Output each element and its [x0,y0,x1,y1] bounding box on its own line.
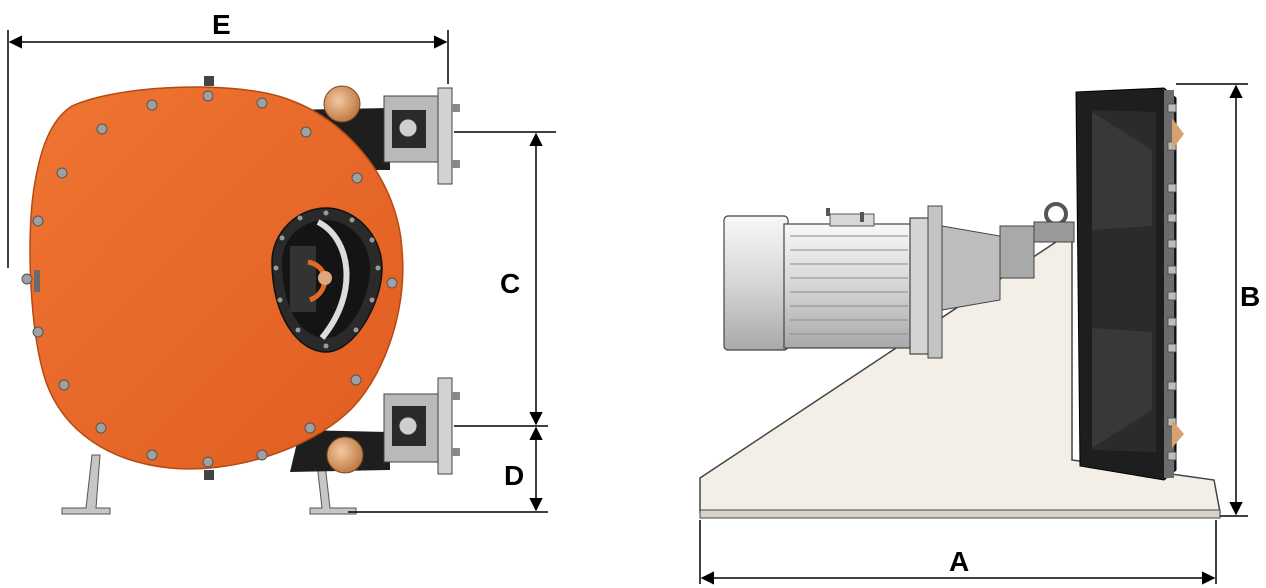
pump-front-view [21,76,460,515]
inspection-window [271,207,383,353]
dimension-lines [7,30,1248,585]
electric-motor [723,202,1075,359]
body-bolts [21,90,398,468]
dimension-label-A: A [949,546,969,577]
dimension-label-D: D [504,460,524,491]
pump-head-side [1075,87,1184,481]
pump-body-orange [29,86,404,470]
dimension-label-E: E [212,9,231,40]
lower-port-assembly [290,377,460,475]
dimension-label-C: C [500,268,520,299]
dimension-label-B: B [1240,281,1260,312]
pump-side-view [699,87,1221,519]
